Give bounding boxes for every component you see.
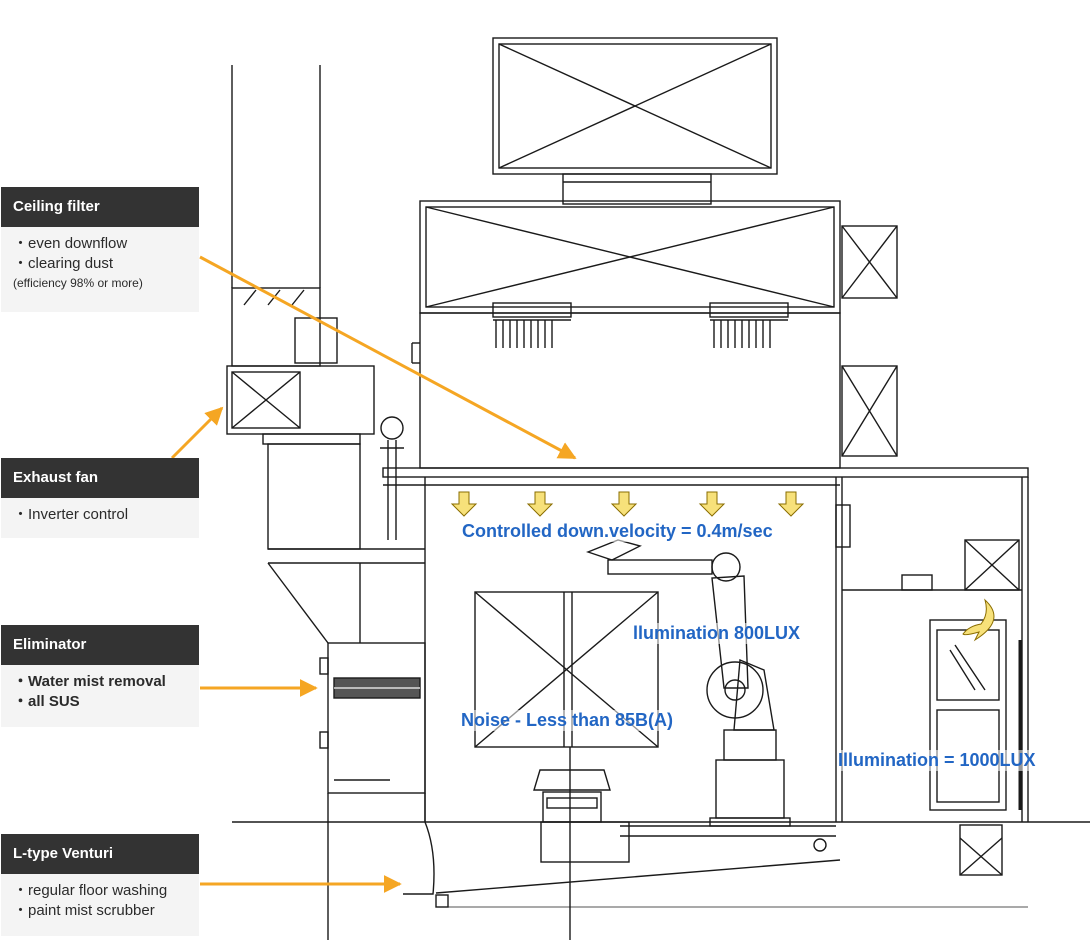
- callout-title: Eliminator: [1, 625, 199, 665]
- label-side-illumination: Illumination = 1000LUX: [838, 750, 1036, 771]
- pressure-gauge: [380, 416, 404, 540]
- downflow-arrow-5: [777, 491, 805, 517]
- painting-robot: [585, 539, 836, 852]
- conveyor-hanger: [533, 747, 630, 940]
- callout-body: ・regular floor washing ・paint mist scrub…: [1, 874, 199, 936]
- callout-line: ・Water mist removal: [13, 673, 166, 690]
- callout-line: ・all SUS: [13, 693, 80, 710]
- window-door: [929, 619, 1022, 811]
- l-type-venturi: [327, 793, 1028, 940]
- downflow-arrow-4: [698, 491, 726, 517]
- callout-body: ・even downflow ・clearing dust (efficienc…: [1, 227, 199, 312]
- floor-drain-box: [959, 824, 1003, 876]
- callout-line: ・paint mist scrubber: [13, 902, 155, 919]
- callout-title: Exhaust fan: [1, 458, 199, 498]
- label-noise: Noise - Less than 85B(A): [461, 710, 674, 731]
- ceiling-filter-pointer: [199, 255, 577, 460]
- callout-line: ・Inverter control: [13, 506, 129, 523]
- side-air-box-upper: [841, 225, 898, 299]
- exhaust-duct: [267, 443, 425, 644]
- downflow-arrow-1: [450, 491, 478, 517]
- plenum-heater-left: [492, 302, 572, 348]
- plenum-heater-right: [709, 302, 789, 348]
- control-panel-box: [901, 539, 1020, 591]
- label-down-velocity: Controlled down.velocity = 0.4m/sec: [462, 521, 773, 542]
- callout-body: ・Water mist removal ・all SUS: [1, 665, 199, 727]
- side-air-box-lower: [841, 365, 898, 457]
- exhaust-stack: [231, 65, 338, 367]
- callout-ceiling-filter: Ceiling filter ・even downflow ・clearing …: [1, 187, 199, 312]
- downflow-arrow-3: [610, 491, 638, 517]
- callout-body: ・Inverter control: [1, 498, 199, 538]
- top-supply-unit: [492, 37, 778, 205]
- callout-line: ・regular floor washing: [13, 882, 168, 899]
- ceiling-plenum: [411, 200, 841, 469]
- ceiling-filter: [382, 467, 1029, 486]
- callout-l-type-venturi: L-type Venturi ・regular floor washing ・p…: [1, 834, 199, 936]
- callout-line: ・clearing dust: [13, 255, 114, 272]
- callout-eliminator: Eliminator ・Water mist removal ・all SUS: [1, 625, 199, 727]
- callout-title: Ceiling filter: [1, 187, 199, 227]
- exhaust-fan: [226, 365, 375, 445]
- door-swing-arrow: [962, 598, 995, 642]
- callout-line: ・even downflow: [13, 235, 128, 252]
- eliminator: [319, 642, 426, 794]
- callout-exhaust-fan: Exhaust fan ・Inverter control: [1, 458, 199, 538]
- label-booth-illumination: llumination 800LUX: [633, 623, 801, 644]
- callout-line: (efficiency 98% or more): [13, 276, 143, 290]
- exhaust-fan-pointer: [170, 406, 224, 460]
- callout-title: L-type Venturi: [1, 834, 199, 874]
- downflow-arrow-2: [526, 491, 554, 517]
